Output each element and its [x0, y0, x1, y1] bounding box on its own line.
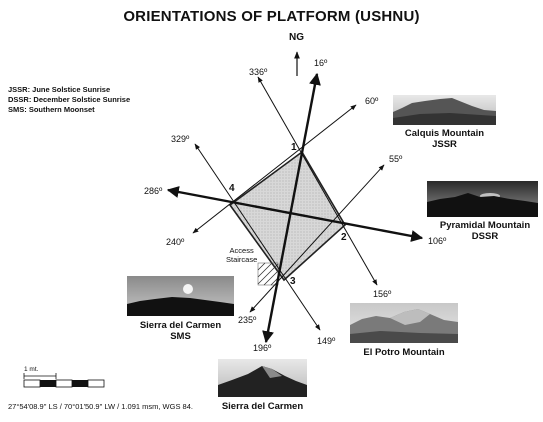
bearing-60: 60º [365, 96, 379, 106]
caption-pyramidal-mountain: Pyramidal Mountain DSSR [439, 220, 531, 242]
bearing-286: 286º [144, 186, 163, 196]
bearing-106: 106º [428, 236, 447, 246]
corner-1: 1 [291, 142, 297, 153]
corner-4: 4 [229, 183, 235, 194]
photo-el-potro-mountain [350, 303, 458, 343]
caption-el-potro-mountain: El Potro Mountain [363, 347, 445, 358]
legend-item-jssr: JSSR: June Solstice Sunrise [8, 85, 111, 94]
bearing-156: 156º [373, 289, 392, 299]
bearing-240: 240º [166, 237, 185, 247]
legend-item-sms: SMS: Southern Moonset [8, 105, 95, 114]
photo-sierra-del-carmen-sms [127, 276, 234, 316]
scale-label: 1 mt. [24, 366, 39, 373]
north-label: NG [289, 32, 304, 43]
bearing-196: 196º [253, 343, 272, 353]
caption-sierra-del-carmen: Sierra del Carmen [221, 401, 304, 412]
bearing-55: 55º [389, 154, 403, 164]
corner-2: 2 [341, 232, 347, 243]
caption-calquis-mountain: Calquis Mountain JSSR [404, 128, 485, 150]
photo-calquis-mountain [393, 95, 496, 125]
corner-3: 3 [290, 276, 296, 287]
legend: JSSR: June Solstice Sunrise DSSR: Decemb… [8, 85, 130, 115]
photo-sierra-del-carmen [218, 359, 307, 397]
legend-item-dssr: DSSR: December Solstice Sunrise [8, 95, 131, 104]
scale-bar [23, 373, 105, 388]
diagram-title: ORIENTATIONS OF PLATFORM (USHNU) [123, 8, 420, 25]
caption-sierra-del-carmen-sms: Sierra del Carmen SMS [139, 320, 222, 342]
access-staircase-label: Access Staircase [226, 246, 258, 264]
bearing-16: 16º [314, 58, 328, 68]
bearing-149: 149º [317, 336, 336, 346]
coordinates: 27°54'08.9" LS / 70°01'50.9" LW / 1.091 … [8, 402, 193, 411]
axis-55-235 [249, 164, 385, 313]
bearing-235: 235º [238, 315, 257, 325]
bearing-329: 329º [171, 134, 190, 144]
bearing-336: 336º [249, 67, 268, 77]
photo-pyramidal-mountain [427, 181, 538, 217]
